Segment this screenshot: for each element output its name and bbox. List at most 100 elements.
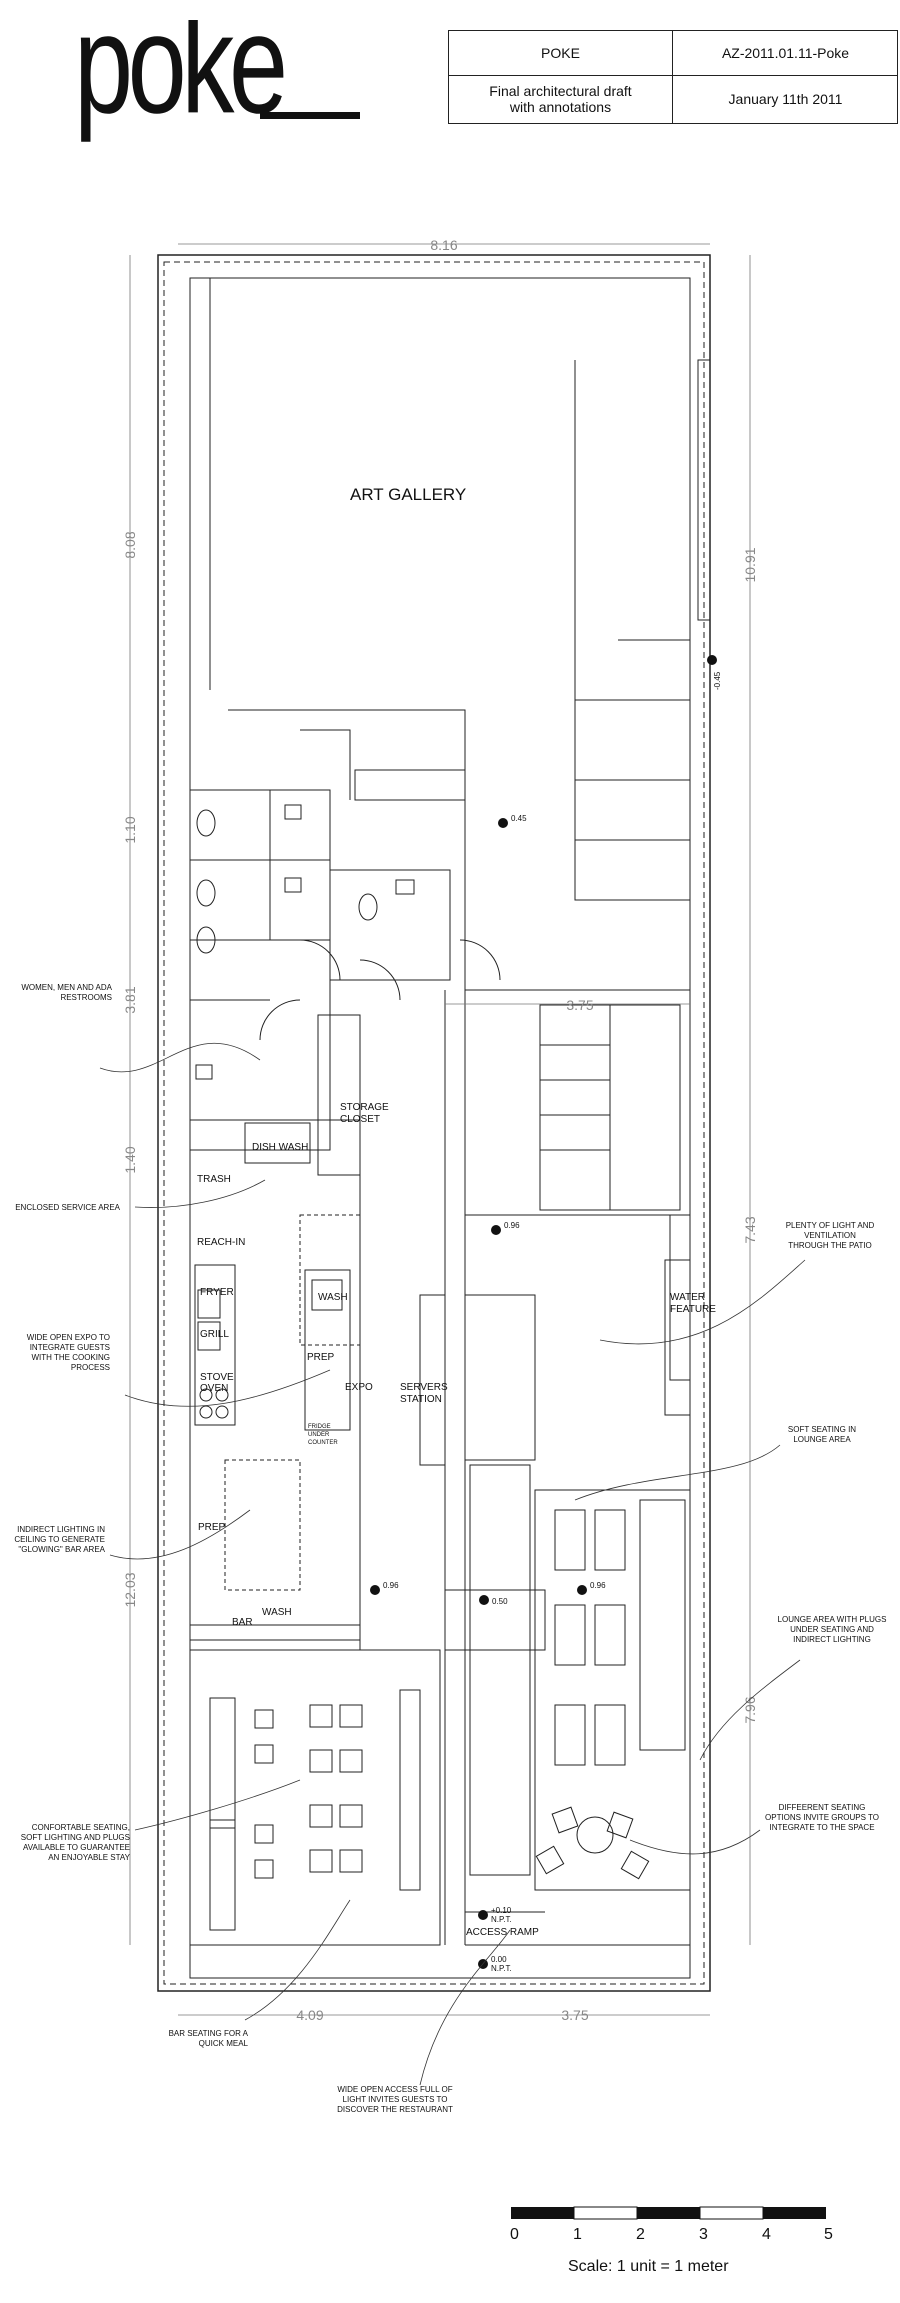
room-dish-wash: DISH WASH xyxy=(252,1142,308,1153)
leader-seating xyxy=(134,1779,301,1831)
svg-text:+0.10: +0.10 xyxy=(491,1906,512,1915)
room-storage-line1: STORAGE xyxy=(340,1102,389,1113)
dimension-left-restroom-a: 1.10 xyxy=(122,816,138,843)
annotation-lounge: LOUNGE AREA WITH PLUGS UNDER SEATING AND… xyxy=(778,1615,887,1644)
inner-wall-dashed xyxy=(163,261,705,1985)
svg-text:LOUNGE AREA WITH PLUGS: LOUNGE AREA WITH PLUGS xyxy=(778,1615,887,1624)
room-wash-lower: WASH xyxy=(262,1607,292,1618)
project-code: AZ-2011.01.11-Poke xyxy=(721,45,850,61)
title-block: POKE AZ-2011.01.11-Poke Final architectu… xyxy=(448,30,898,124)
svg-text:BAR SEATING FOR A: BAR SEATING FOR A xyxy=(169,2029,249,2038)
annotation-access: WIDE OPEN ACCESS FULL OF LIGHT INVITES G… xyxy=(337,2085,453,2114)
scale-tick: 4 xyxy=(762,2226,771,2243)
svg-text:AN ENJOYABLE STAY: AN ENJOYABLE STAY xyxy=(48,1853,130,1862)
svg-text:0.00: 0.00 xyxy=(491,1955,507,1964)
level-marker-upper-right: -0.45 xyxy=(707,655,722,690)
svg-text:CEILING TO GENERATE: CEILING TO GENERATE xyxy=(14,1535,105,1544)
prep-table xyxy=(224,1459,301,1591)
drawing-date: January 11th 2011 xyxy=(728,91,843,107)
lounge-sofa xyxy=(554,1704,586,1766)
svg-text:SOFT LIGHTING AND PLUGS: SOFT LIGHTING AND PLUGS xyxy=(21,1833,130,1842)
svg-text:-0.45: -0.45 xyxy=(713,671,722,690)
dimension-bottom-left: 4.09 xyxy=(296,2007,323,2023)
room-fridge-line2: UNDER xyxy=(308,1432,330,1438)
leader-service xyxy=(134,1179,266,1208)
table xyxy=(339,1704,363,1728)
door-swing xyxy=(459,939,501,981)
room-fridge-line3: COUNTER xyxy=(308,1440,338,1446)
svg-text:QUICK MEAL: QUICK MEAL xyxy=(199,2039,249,2048)
scale-tick: 2 xyxy=(636,2226,645,2243)
burner-icon xyxy=(215,1388,229,1402)
svg-text:WIDE OPEN EXPO TO: WIDE OPEN EXPO TO xyxy=(27,1333,110,1342)
leader-soft-seating xyxy=(574,1444,781,1501)
leader-different xyxy=(629,1829,761,1855)
dining-area xyxy=(189,1649,441,1946)
scale-label: Scale: 1 unit = 1 meter xyxy=(568,2258,729,2275)
level-marker-lounge: 0.96 xyxy=(577,1581,606,1595)
leader-expo xyxy=(124,1369,331,1407)
wash-sink xyxy=(311,1279,343,1311)
svg-text:"GLOWING" BAR AREA: "GLOWING" BAR AREA xyxy=(18,1545,105,1554)
room-servers-line1: SERVERS xyxy=(400,1382,448,1393)
annotation-expo: WIDE OPEN EXPO TO INTEGRATE GUESTS WITH … xyxy=(27,1333,110,1372)
chair xyxy=(254,1744,274,1764)
logo-underline xyxy=(260,112,360,119)
level-marker-corridor: 0.50 xyxy=(479,1595,508,1606)
lounge-area xyxy=(534,1489,691,1891)
room-stove-line2: OVEN xyxy=(200,1383,228,1394)
patio-stair xyxy=(464,989,691,1216)
svg-text:THROUGH THE PATIO: THROUGH THE PATIO xyxy=(788,1241,872,1250)
gallery-window xyxy=(697,359,711,621)
servers-station xyxy=(419,1294,446,1466)
cooking-line xyxy=(194,1264,236,1426)
scale-tick: 0 xyxy=(510,2226,519,2243)
svg-text:SOFT SEATING IN: SOFT SEATING IN xyxy=(788,1425,856,1434)
lounge-chair xyxy=(551,1806,579,1834)
svg-text:OPTIONS INVITE GROUPS TO: OPTIONS INVITE GROUPS TO xyxy=(765,1813,879,1822)
drawing-description: Final architectural draft with annotatio… xyxy=(449,75,672,123)
poke-logo: poke xyxy=(74,20,360,143)
table xyxy=(309,1749,333,1773)
level-marker-kitchen: 0.96 xyxy=(370,1581,399,1595)
door-swing xyxy=(259,999,301,1041)
table xyxy=(309,1849,333,1873)
svg-text:WOMEN, MEN AND ADA: WOMEN, MEN AND ADA xyxy=(21,983,112,992)
room-water-line2: FEATURE xyxy=(670,1304,716,1315)
room-fryer: FRYER xyxy=(200,1287,234,1298)
svg-text:AVAILABLE TO GUARANTEE: AVAILABLE TO GUARANTEE xyxy=(23,1843,130,1852)
annotation-lighting: INDIRECT LIGHTING IN CEILING TO GENERATE… xyxy=(14,1525,105,1554)
scale-bar xyxy=(511,2206,826,2220)
svg-text:PLENTY OF LIGHT AND: PLENTY OF LIGHT AND xyxy=(786,1221,875,1230)
project-name: POKE xyxy=(541,45,580,61)
annotation-restrooms: WOMEN, MEN AND ADA RESTROOMS xyxy=(21,983,112,1002)
lounge-chair xyxy=(535,1845,565,1875)
table xyxy=(339,1749,363,1773)
description-line-2: with annotations xyxy=(509,99,612,115)
toilet-icon xyxy=(196,926,216,954)
svg-text:DISCOVER THE RESTAURANT: DISCOVER THE RESTAURANT xyxy=(337,2105,453,2114)
room-water-line1: WATER xyxy=(670,1292,705,1303)
bar-seating xyxy=(399,1689,421,1891)
dimension-inner-corridor: 3.75 xyxy=(566,997,593,1013)
dimension-left-restroom-b: 3.81 xyxy=(122,986,138,1013)
lounge-chair xyxy=(606,1811,634,1839)
svg-text:DIFFEERENT SEATING: DIFFEERENT SEATING xyxy=(779,1803,866,1812)
table xyxy=(339,1804,363,1828)
svg-text:VENTILATION: VENTILATION xyxy=(804,1231,856,1240)
door-swing xyxy=(299,939,341,981)
sink-icon xyxy=(395,879,415,895)
grill xyxy=(197,1321,221,1351)
level-marker-ramp-top: +0.10 N.P.T. xyxy=(478,1906,512,1924)
sink-icon xyxy=(284,804,302,820)
leader-patio xyxy=(599,1259,806,1345)
room-fridge-line1: FRIDGE xyxy=(308,1424,331,1430)
room-art-gallery: ART GALLERY xyxy=(350,485,466,504)
dimension-right-mid: 7.43 xyxy=(742,1216,758,1243)
room-prep-lower: PREP xyxy=(198,1522,226,1533)
level-marker-mid: 0.96 xyxy=(491,1221,520,1235)
svg-text:ENCLOSED SERVICE AREA: ENCLOSED SERVICE AREA xyxy=(15,1203,120,1212)
floor-plan: 8.16 4.09 3.75 3.75 8.08 1.10 3.81 1.40 … xyxy=(14,237,887,2114)
toilet-icon xyxy=(196,879,216,907)
dimension-left-service: 1.40 xyxy=(122,1146,138,1173)
